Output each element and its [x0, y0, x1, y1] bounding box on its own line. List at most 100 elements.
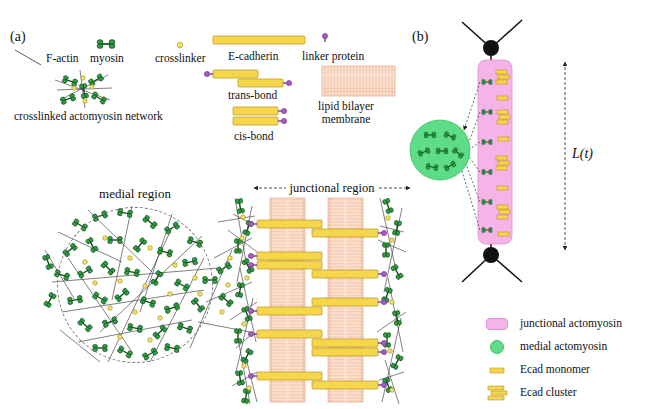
region-circle: medial region	[57, 207, 213, 363]
crosslinker-group	[118, 279, 123, 284]
actin-network	[377, 198, 406, 404]
crosslinker-group	[390, 388, 395, 393]
junction-model	[497, 96, 508, 100]
crosslinker-group	[148, 338, 153, 343]
linker-group	[378, 299, 387, 304]
myosin-group	[114, 287, 130, 302]
myosin-group	[164, 221, 180, 235]
text-label: L(t)	[572, 146, 593, 162]
linker-protein-icon	[322, 33, 327, 42]
junction-model	[482, 169, 492, 174]
legend-text: junctional actomyosin	[520, 317, 622, 330]
junction-model	[497, 205, 508, 209]
crosslinker-group	[148, 246, 153, 251]
myosin-group	[164, 302, 180, 314]
junction-model	[482, 79, 492, 84]
crosslinker-group	[103, 236, 108, 241]
text-label: crosslinked actomyosin network	[14, 110, 163, 123]
junction-model	[462, 20, 522, 282]
crosslinker-group	[193, 276, 198, 281]
junction-model	[498, 161, 509, 165]
junction-model	[469, 112, 480, 142]
crosslinker-group	[390, 238, 395, 243]
myosin-group	[102, 316, 118, 328]
ecad-icons	[238, 79, 283, 87]
network-icon	[83, 99, 87, 103]
ecad-bars	[312, 348, 378, 356]
junction-model	[443, 131, 456, 140]
junction-model	[482, 227, 492, 232]
legend-swatch	[486, 318, 508, 330]
linker-group	[378, 340, 387, 345]
junction-model	[424, 132, 436, 138]
crosslinker-group	[128, 256, 133, 261]
crosslinker-group	[228, 256, 233, 261]
crosslinker-group	[241, 215, 246, 220]
ecad-bars	[312, 298, 378, 306]
myosin-group	[108, 236, 123, 243]
junction-model	[497, 110, 508, 114]
myosin-group	[142, 347, 158, 361]
myosin-group	[234, 239, 241, 254]
legend-swatch	[490, 340, 504, 354]
text-label: lipid bilayer membrane	[300, 100, 392, 126]
ecad-icons	[233, 117, 278, 125]
legend-shapes	[488, 386, 504, 390]
junction-model	[497, 120, 508, 124]
junction-model	[482, 109, 492, 114]
legend-text: medial actomyosin	[520, 340, 607, 353]
myosin-group	[187, 236, 203, 248]
ecad-bars	[312, 229, 378, 237]
myosin-group	[174, 278, 190, 292]
myosin-group	[182, 257, 198, 267]
junction-model	[410, 120, 470, 180]
myosin-group	[42, 198, 404, 404]
junction-model	[496, 80, 507, 84]
actin-network	[45, 206, 255, 362]
crosslinker-group	[83, 215, 395, 393]
network-icon	[60, 93, 76, 105]
crosslinker-group	[226, 283, 231, 288]
ecad-bars	[257, 220, 378, 389]
text-label: trans-bond	[228, 89, 277, 102]
myosin-group	[234, 329, 241, 344]
ecad-icons	[233, 107, 278, 115]
junction-model	[496, 156, 507, 160]
myosin-group	[77, 317, 93, 332]
ecad-bars	[257, 261, 322, 269]
ecad-bars	[257, 307, 322, 315]
myosin-group	[164, 343, 180, 353]
text-label: cis-bond	[234, 130, 274, 143]
membrane	[270, 198, 305, 402]
text-label: (b)	[412, 29, 428, 45]
junction-model	[464, 82, 480, 130]
linker-group	[248, 221, 257, 226]
myosin-group	[382, 243, 389, 258]
ecad-icons	[213, 70, 258, 78]
crosslinker-group	[247, 386, 252, 391]
myosin-group	[117, 345, 133, 359]
text-label: (a)	[10, 29, 26, 45]
junction-model	[462, 171, 480, 230]
network-icon	[79, 83, 89, 99]
junction-model	[482, 139, 492, 144]
crosslinker-group	[93, 281, 98, 286]
myosin-group	[127, 323, 143, 333]
junction-model	[452, 147, 465, 159]
crosslinker-group	[386, 216, 391, 221]
crosslinker-group	[390, 300, 395, 305]
network-icon	[72, 76, 94, 103]
myosin-group	[203, 276, 218, 283]
myosin-group	[157, 247, 173, 258]
junction-model	[482, 199, 492, 204]
ecad-bars	[257, 252, 322, 260]
myosin-group	[42, 254, 54, 270]
crosslinker-group	[83, 260, 88, 265]
myosin-icon	[97, 40, 115, 49]
crosslinker-group	[108, 306, 113, 311]
junction-model	[565, 62, 566, 250]
ecad-icons	[213, 36, 305, 44]
text-label: crosslinker	[155, 52, 205, 65]
crosslinker-group	[220, 310, 225, 315]
